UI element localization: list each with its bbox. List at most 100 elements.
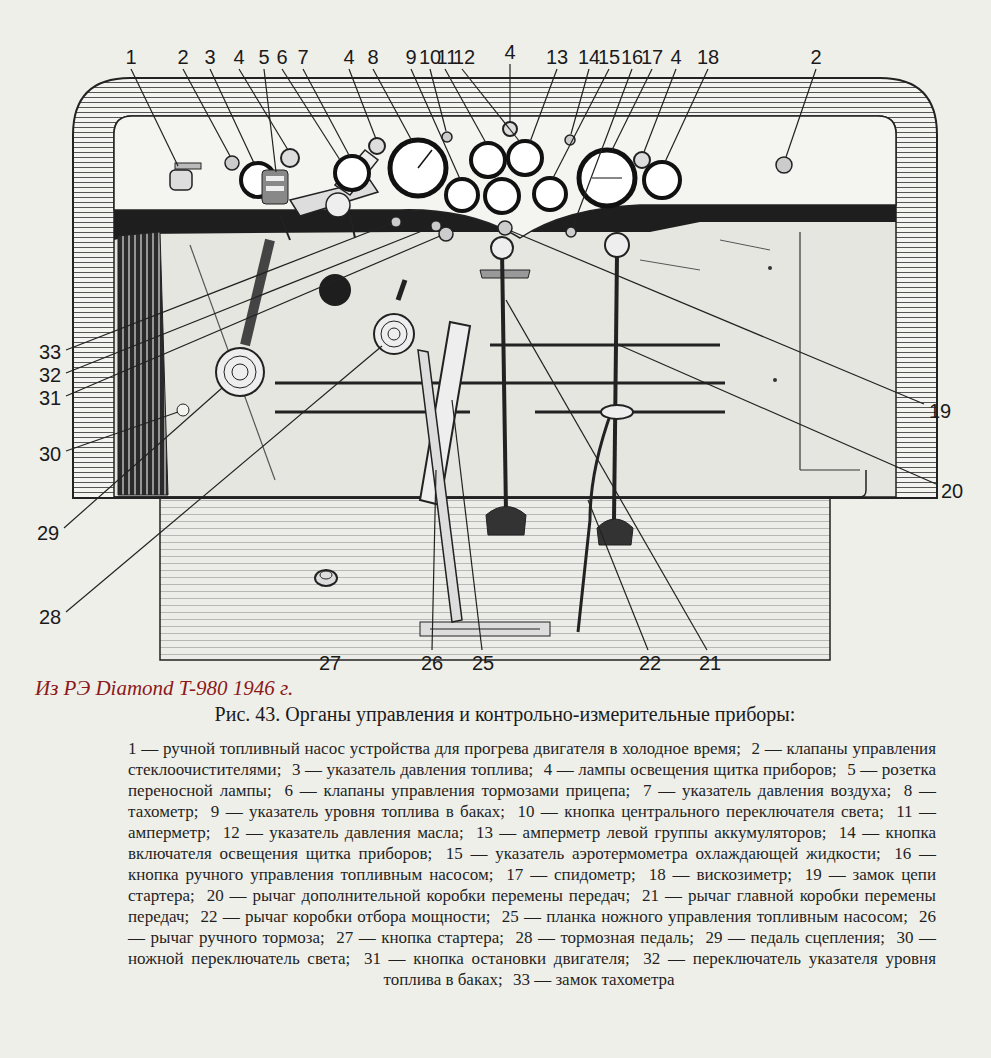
drawing-circle [773,378,777,382]
key-entry: 18 — вискозиметр; [649,865,792,884]
drawing-circle [391,217,401,227]
key-entry: 12 — указатель давления масла; [223,823,464,842]
drawing-line [349,69,376,139]
drawing-line [462,69,520,142]
drawing-line [786,69,816,157]
drawing-line [280,215,290,240]
callout-number: 27 [319,653,341,673]
drawing-circle [579,150,635,206]
drawing-rect [420,622,550,636]
callout-number: 26 [421,653,443,673]
drawing-line [350,215,355,238]
drawing-circle [485,179,519,213]
callout-number: 25 [472,653,494,673]
key-entry: 17 — спидометр; [506,865,636,884]
callout-number: 20 [941,481,963,501]
drawing-line [573,69,632,226]
drawing-ellipse [315,570,337,586]
leader-lines [64,64,936,650]
drawing-line [720,240,770,250]
drawing-path [335,150,378,195]
drawing-path [114,470,866,497]
drawing-line [430,69,446,131]
callout-number: 1 [125,47,136,67]
drawing-line [452,400,482,650]
drawing-circle [508,141,542,175]
drawing-circle [605,233,629,257]
drawing-circle [439,227,453,241]
floor-plate [160,482,830,660]
drawing-line [511,231,924,404]
drawing-line [799,232,800,470]
drawing-circle [381,321,407,347]
key-entry: 9 — указатель уровня топлива в баках; [211,802,505,821]
drawing-circle [768,266,772,270]
drawing-ellipse [320,571,332,579]
drawing-circle [224,356,256,388]
callout-number: 32 [39,365,61,385]
drawing-line [619,345,936,484]
drawing-line [131,69,178,166]
drawing-line [64,388,222,528]
callout-number: 15 [598,47,620,67]
drawing-line [303,69,350,157]
drawing-line [506,300,707,650]
drawing-line [264,69,276,172]
drawing-line [445,69,486,143]
drawing-line [66,346,382,612]
drawing-line [282,69,340,160]
drawing-circle [216,348,264,396]
drawing-circle [281,149,299,167]
key-entry: 7 — указатель давления воздуха; [643,781,891,800]
key-entry: 20 — рычаг дополнительной коробки переме… [207,886,630,905]
callout-number: 22 [639,653,661,673]
callout-number: 7 [297,47,308,67]
drawing-circle [446,179,478,211]
callout-number: 3 [204,47,215,67]
key-entry: 28 — тормозная педаль; [515,928,694,947]
callout-number: 4 [670,47,681,67]
key-entry: 22 — рычаг коробки отбора мощности; [200,907,490,926]
callout-number: 14 [578,47,600,67]
drawing-circle [534,178,566,210]
callout-number: 21 [699,653,721,673]
key-entry: 6 — клапаны управления тормозами прицепа… [284,781,630,800]
drawing-line [373,69,412,141]
key-entry: 27 — кнопка стартера; [336,928,504,947]
drawing-rect [266,186,284,191]
key-entry: 10 — кнопка центрального переключателя с… [517,802,883,821]
drawing-circle [566,227,576,237]
callout-number: 6 [276,47,287,67]
drawing-line [66,412,178,451]
drawing-path [418,350,462,622]
callout-number: 29 [37,523,59,543]
drawing-circle [232,364,248,380]
drawing-rect [170,170,192,190]
drawing-path [114,116,896,238]
callout-number: 31 [39,388,61,408]
drawing-circle [326,193,350,217]
key-entry: 29 — педаль сцепления; [705,928,885,947]
drawing-line [398,280,405,300]
drawing-circle [776,157,792,173]
key-entry: 31 — кнопка остановки двигателя; [364,949,630,968]
watermark: Из РЭ Diamond T-980 1946 г. [35,676,293,701]
drawing-circle [498,221,512,235]
callout-number: 16 [621,47,643,67]
figure-caption: Рис. 43. Органы управления и контрольно-… [120,703,890,726]
drawing-line [502,250,506,512]
steering-column [118,232,189,495]
drawing-circle [319,274,351,306]
drawing-circle [335,156,369,190]
drawing-line [418,150,432,168]
drawing-line [490,344,720,347]
drawing-path [480,270,530,278]
key-entry: 15 — указатель аэротермометра охлаждающе… [446,844,881,863]
callout-number: 17 [641,47,663,67]
drawing-line [612,69,652,150]
drawing-path [578,410,612,632]
drawing-circle [491,237,513,259]
key-entry: 1 — ручной топливный насос устройства дл… [128,739,741,758]
callout-number: 19 [929,401,951,421]
callout-number: 30 [39,444,61,464]
